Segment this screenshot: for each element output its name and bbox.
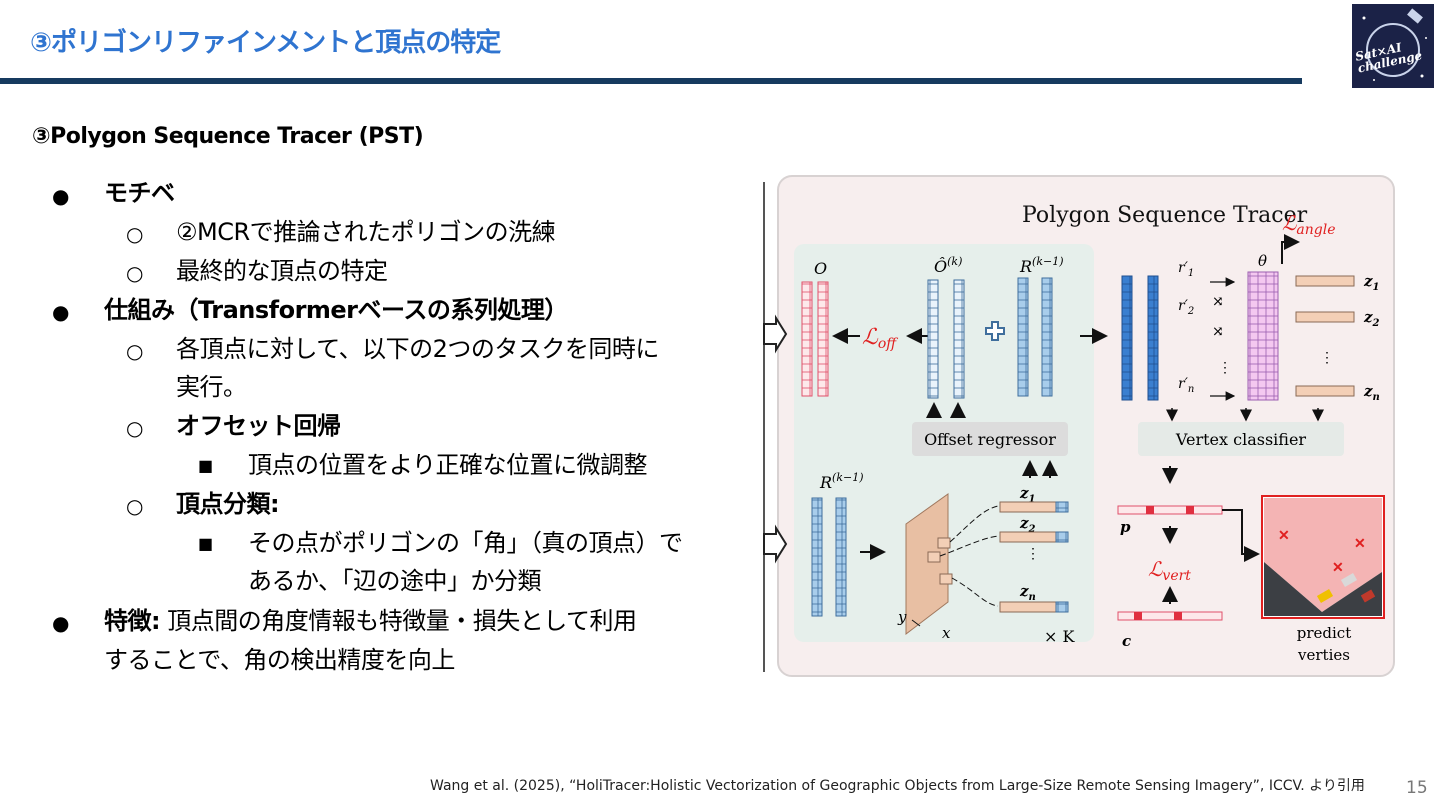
token-z1: [999, 501, 1057, 513]
input-arrow-top-icon: [763, 314, 788, 354]
column-encoded-1: [1121, 275, 1133, 401]
label-R-top: R(k−1): [1019, 255, 1064, 276]
bullet-mechanism: 仕組み（Transformerベースの系列処理）: [104, 296, 568, 324]
bullet-feature-line1: 特徴: 頂点間の角度情報も特徴量・損失として利用: [104, 602, 637, 640]
cross-arrows-1-icon: ⤨: [1212, 294, 1224, 310]
label-theta: θ: [1258, 252, 1267, 270]
token-zn-label: zn: [1019, 582, 1036, 603]
token-right-z1: [1295, 275, 1355, 287]
column-R-bottom-1: [811, 497, 823, 617]
token-z2: [999, 531, 1057, 543]
column-O-1: [801, 281, 813, 397]
column-O-hat-1: [927, 279, 939, 399]
section-subtitle: ③Polygon Sequence Tracer (PST): [32, 124, 424, 149]
token-zn: [999, 601, 1057, 613]
token-z1-label: z1: [1019, 484, 1036, 505]
bullet-vertex-classification-1-line2: あるか、「辺の途中」か分類: [248, 567, 542, 595]
bullet-motivation: モチベ: [104, 179, 175, 207]
bullet-dot: ●: [52, 300, 70, 324]
loss-offset: ℒoff: [862, 325, 898, 352]
pred-vertex-mark-1-icon: ✕: [1278, 528, 1290, 544]
token-right-dots: ⋮: [1320, 350, 1334, 366]
bullet-square: ■: [198, 534, 214, 553]
token-dots: ⋮: [1026, 546, 1040, 562]
token-right-zn: [1295, 385, 1355, 397]
bullet-circle: ○: [126, 339, 144, 363]
bullet-circle: ○: [126, 416, 144, 440]
feature-map: [905, 493, 949, 636]
bullet-feature-label: 特徴:: [104, 607, 161, 635]
label-R-bottom: R(k−1): [819, 471, 864, 492]
bullet-mechanism-1-line2: 実行。: [176, 373, 247, 401]
bullet-vertex-classification: 頂点分類:: [176, 490, 280, 518]
bullet-motivation-2: 最終的な頂点の特定: [176, 257, 388, 285]
column-R-top-2: [1041, 277, 1053, 397]
token-right-z2: [1295, 311, 1355, 323]
bullet-dot: ●: [52, 611, 70, 635]
angle-feature-grid: [1247, 271, 1279, 401]
cross-arrows-2-icon: ⤨: [1212, 324, 1224, 340]
bullet-circle: ○: [126, 494, 144, 518]
token-z2-label: z2: [1019, 514, 1036, 535]
bullet-circle: ○: [126, 261, 144, 285]
logo-graphic: [1362, 8, 1427, 81]
loss-angle: ℒangle: [1282, 211, 1336, 238]
repeat-K-label: × K: [1044, 627, 1075, 646]
label-O: O: [814, 259, 827, 278]
axis-y-label: y: [897, 608, 907, 626]
pred-vertex-mark-3-icon: ✕: [1332, 560, 1344, 576]
label-r2: r′2: [1178, 298, 1194, 317]
bullet-feature-line2: することで、角の検出精度を向上: [104, 646, 455, 674]
pst-diagram-svg: Polygon Sequence Tracer O ℒoff Ô(k) R(k−…: [763, 175, 1395, 677]
citation-caption: Wang et al. (2025), “HoliTracer:Holistic…: [430, 778, 1365, 794]
bullet-feature-text: 頂点間の角度情報も特徴量・損失として利用: [160, 607, 637, 635]
bullet-motivation-1: ②MCRで推論されたポリゴンの洗練: [176, 218, 556, 246]
label-O-hat: Ô(k): [934, 255, 962, 276]
predict-label-line2: verties: [1297, 646, 1350, 664]
offset-regressor-label: Offset regressor: [924, 430, 1056, 449]
column-encoded-2: [1147, 275, 1159, 401]
title-divider: [0, 78, 1302, 84]
input-arrow-bottom-icon: [763, 524, 788, 564]
column-O-hat-2: [953, 279, 965, 399]
bullet-offset-regression: オフセット回帰: [176, 412, 341, 440]
bullet-mechanism-1-line1: 各頂点に対して、以下の2つのタスクを同時に: [176, 335, 659, 363]
label-sequence-c: [1117, 611, 1223, 621]
vertex-classifier-label: Vertex classifier: [1175, 430, 1307, 449]
token-right-z1-label: z1: [1363, 272, 1380, 293]
label-rn: r′n: [1178, 376, 1194, 395]
offset-regressor-box: [912, 422, 1068, 456]
loss-vertex: ℒvert: [1148, 557, 1191, 584]
bullet-vertex-classification-1-line1: その点がポリゴンの「角」（真の頂点）で: [248, 529, 683, 557]
predict-label-line1: predict: [1297, 624, 1351, 642]
pred-vertex-mark-2-icon: ✕: [1354, 536, 1366, 552]
page-number: 15: [1406, 778, 1428, 798]
axis-x-label: x: [942, 624, 951, 642]
column-O-2: [817, 281, 829, 397]
plus-icon: [985, 321, 1005, 341]
label-p: p: [1120, 518, 1131, 536]
bullet-circle: ○: [126, 222, 144, 246]
token-right-zn-label: zn: [1363, 382, 1380, 403]
token-right-z2-label: z2: [1363, 308, 1380, 329]
diagram-title: Polygon Sequence Tracer: [1022, 203, 1308, 228]
r-dots: ⋮: [1218, 360, 1232, 376]
label-r1: r′1: [1178, 260, 1194, 279]
bullet-square: ■: [198, 456, 214, 475]
vertex-classifier-box: [1138, 422, 1344, 456]
label-c: c: [1122, 632, 1131, 650]
column-R-top-1: [1017, 277, 1029, 397]
bullet-offset-regression-1: 頂点の位置をより正確な位置に微調整: [248, 451, 648, 479]
slide-title: ③ポリゴンリファインメントと頂点の特定: [30, 28, 501, 58]
column-R-bottom-2: [835, 497, 847, 617]
pst-architecture-figure: Polygon Sequence Tracer O ℒoff Ô(k) R(k−…: [762, 172, 1398, 680]
prob-sequence-p: [1117, 505, 1223, 515]
bullet-dot: ●: [52, 184, 70, 208]
